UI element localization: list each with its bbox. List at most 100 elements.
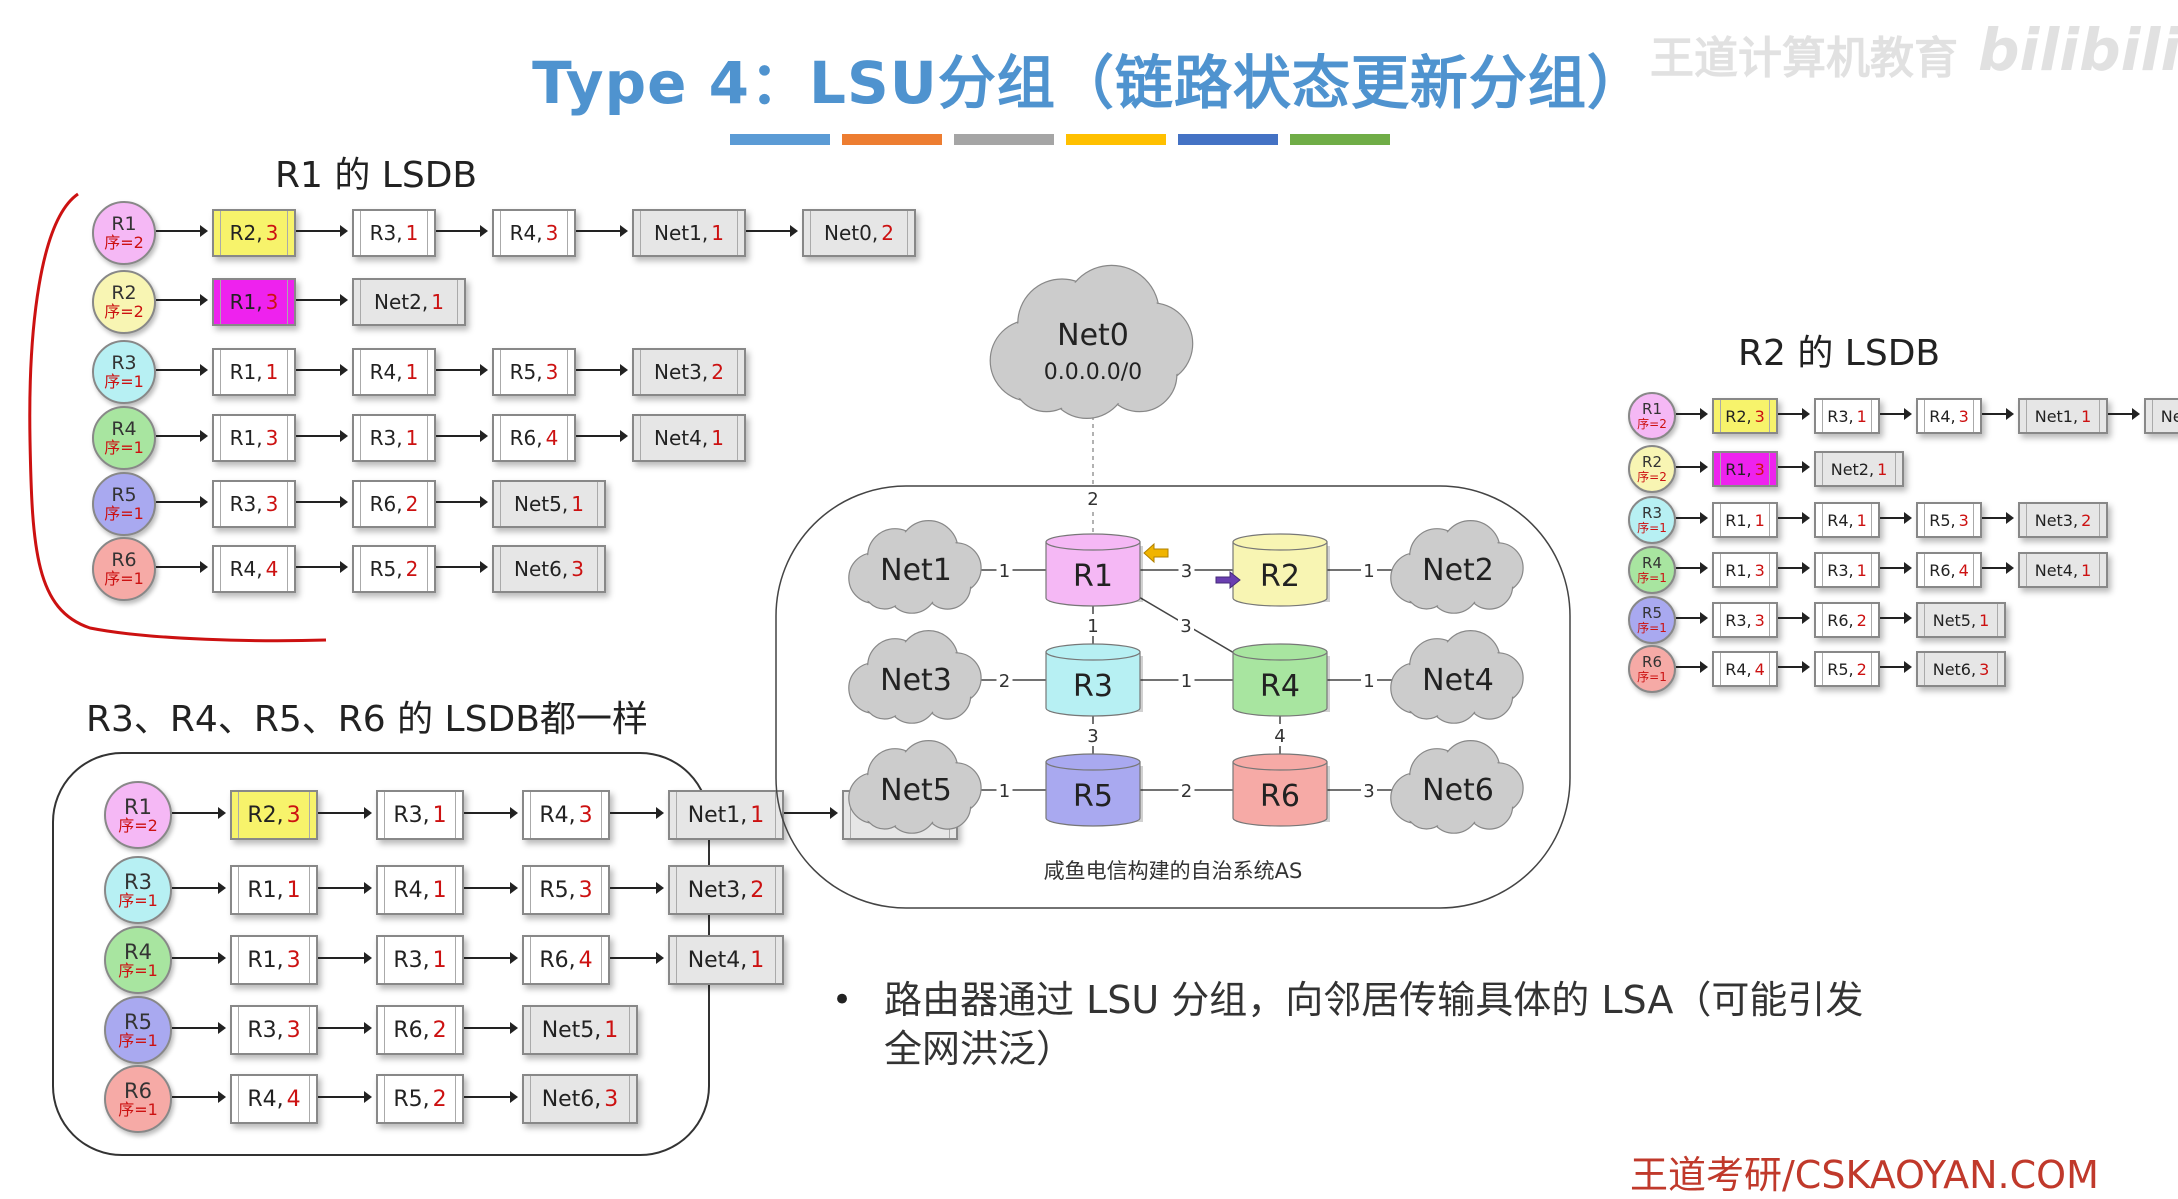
watermark-brand: 王道计算机教育	[1650, 33, 1958, 84]
lsa-link-entry: R4,1	[376, 865, 464, 915]
link-cost: 1	[405, 426, 419, 450]
link-arrow	[172, 882, 226, 894]
as-boundary	[775, 485, 1571, 909]
link-target: Net5,	[1932, 610, 1977, 630]
lsu-arrow-purple	[1215, 570, 1241, 590]
link-arrow	[2108, 408, 2140, 420]
lsa-link-entry: Net5,1	[522, 1005, 638, 1055]
link-target: R2,	[247, 802, 284, 828]
lsa-link-entry: R4,3	[522, 790, 610, 840]
network-name: Net0	[1057, 318, 1129, 353]
link-cost: 4	[545, 426, 559, 450]
link-target: R1,	[229, 360, 263, 384]
link-target: Net6,	[514, 557, 569, 581]
link-cost: 1	[1877, 459, 1888, 479]
lsa-sequence-number: 序=1	[118, 1030, 158, 1050]
link-cost: 1	[432, 947, 447, 973]
link-target: R4,	[369, 360, 403, 384]
link-target: R3,	[393, 802, 430, 828]
link-cost: 3	[578, 877, 593, 903]
link-cost: 1	[750, 947, 765, 973]
link-cost: 3	[604, 1086, 619, 1112]
link-target: R3,	[247, 1017, 284, 1043]
link-target: Net3,	[687, 877, 748, 903]
lsa-link-entry: Net0,2	[802, 209, 916, 257]
lsa-link-entry: R3,1	[352, 209, 436, 257]
lsa-link-entry: Net5,1	[1916, 602, 2006, 638]
link-cost: 3	[265, 290, 279, 314]
link-arrow	[464, 952, 518, 964]
link-cost: 3	[545, 221, 559, 245]
color-bar	[954, 134, 1054, 145]
lsa-link-entry: Net2,1	[352, 278, 466, 326]
link-target: R6,	[393, 1017, 430, 1043]
link-cost: 3	[286, 947, 301, 973]
link-arrow	[1778, 512, 1810, 524]
link-arrow	[172, 1022, 226, 1034]
link-target: R3,	[369, 221, 403, 245]
link-arrow	[1982, 562, 2014, 574]
link-target: Net6,	[541, 1086, 602, 1112]
network-cloud: Net0 0.0.0.0/0	[989, 264, 1194, 420]
link-arrow	[1676, 408, 1708, 420]
lsa-sequence-number: 序=1	[118, 1099, 158, 1119]
link-target: Net6,	[1932, 659, 1977, 679]
link-target: R4,	[1929, 406, 1956, 426]
lsa-router-name: R2	[1642, 452, 1662, 471]
link-arrow	[1778, 408, 1810, 420]
link-arrow	[318, 1022, 372, 1034]
link-arrow	[296, 225, 348, 237]
lsa-router-name: R4	[1642, 553, 1662, 572]
router-r5: R5	[1045, 753, 1143, 827]
link-arrow	[318, 882, 372, 894]
link-target: Net5,	[514, 492, 569, 516]
lsa-link-entry: R2,3	[230, 790, 318, 840]
topology-link: 2	[1085, 400, 1101, 538]
link-cost: 1	[1754, 510, 1765, 530]
link-target: R6,	[1929, 560, 1956, 580]
link-target: R1,	[1725, 560, 1752, 580]
lsa-link-entry: R1,1	[230, 865, 318, 915]
link-arrow	[296, 561, 348, 573]
network-address: 0.0.0.0/0	[1044, 360, 1142, 385]
lsa-link-entry: Net3,2	[2018, 502, 2108, 538]
network-cloud: Net4	[1390, 630, 1524, 724]
link-target: R5,	[509, 360, 543, 384]
link-target: R4,	[1725, 659, 1752, 679]
link-cost: 1	[2081, 560, 2092, 580]
link-arrow	[156, 561, 208, 573]
router-name: R5	[1073, 779, 1113, 814]
r1-lsdb-title: R1 的 LSDB	[275, 155, 478, 196]
lsa-link-entry: R3,3	[230, 1005, 318, 1055]
link-cost: 1	[405, 360, 419, 384]
link-cost: 3	[578, 802, 593, 828]
link-target: R2,	[1725, 406, 1752, 426]
link-cost-label: 2	[1181, 781, 1192, 802]
link-cost: 4	[1958, 560, 1969, 580]
network-name: Net3	[880, 663, 952, 698]
link-cost-label: 2	[999, 671, 1010, 692]
link-arrow	[1676, 661, 1708, 673]
link-target: R1,	[247, 947, 284, 973]
router-name: R6	[1260, 779, 1300, 814]
link-target: Net2,	[1830, 459, 1875, 479]
r2-lsdb-title: R2 的 LSDB	[1738, 333, 1941, 374]
link-cost: 3	[545, 360, 559, 384]
lsa-link-entry: Net4,1	[2018, 552, 2108, 588]
link-target: R3,	[1827, 406, 1854, 426]
link-arrow	[1880, 408, 1912, 420]
lsa-link-entry: R5,2	[376, 1074, 464, 1124]
lsa-link-entry: R1,3	[1712, 552, 1778, 588]
link-arrow	[1778, 661, 1810, 673]
lsa-sequence-number: 序=1	[1637, 570, 1667, 585]
lsa-link-entry: R3,1	[352, 414, 436, 462]
link-arrow	[1880, 661, 1912, 673]
